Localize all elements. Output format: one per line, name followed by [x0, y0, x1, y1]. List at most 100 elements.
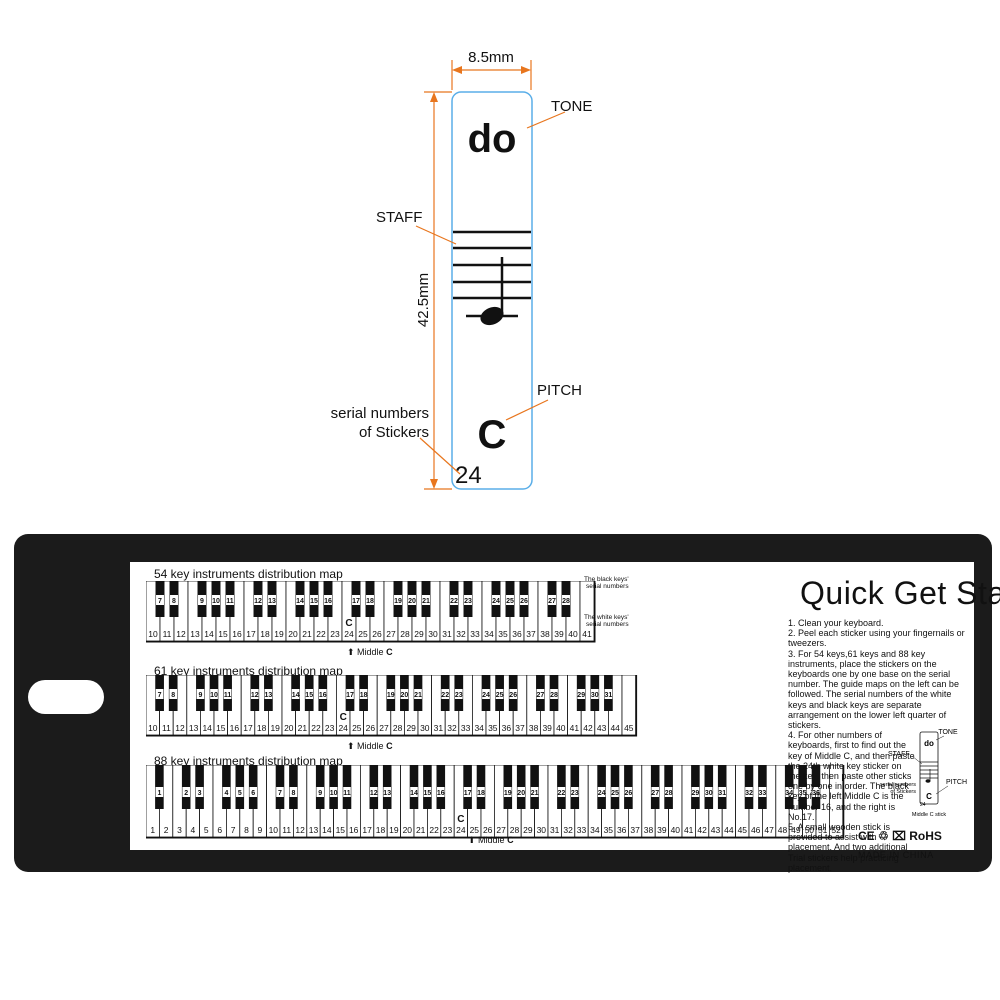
black-key-label-box: [366, 595, 374, 605]
black-key-label-box: [464, 595, 472, 605]
black-key-number: 8: [171, 692, 175, 699]
black-key-label-box: [410, 787, 418, 797]
black-key-label-box: [268, 595, 276, 605]
black-key-number: 10: [210, 692, 218, 699]
black-key-label-box: [437, 787, 445, 797]
white-key-number: 47: [764, 825, 774, 835]
black-key-number: 35: [799, 790, 807, 797]
white-key-number: 17: [243, 723, 253, 733]
black-key-label-box: [226, 595, 234, 605]
middle-c-marker-61: ⬆ Middle C: [347, 741, 393, 751]
black-key-label-box: [548, 595, 556, 605]
callout-pitch: PITCH: [537, 382, 582, 399]
white-key-number: 6: [217, 825, 222, 835]
black-key-number: 30: [591, 692, 599, 699]
white-key-number: 35: [498, 629, 508, 639]
black-key-number: 17: [352, 598, 360, 605]
black-key-number: 23: [464, 598, 472, 605]
black-key-label-box: [383, 787, 391, 797]
white-key-number: 45: [624, 723, 634, 733]
white-key-number: 33: [577, 825, 587, 835]
black-key-label-box: [170, 595, 178, 605]
black-key-label-box: [196, 689, 205, 699]
black-key-label-box: [557, 787, 566, 797]
white-key-number: 34: [484, 629, 494, 639]
white-key-number: 13: [190, 629, 200, 639]
black-key-label-box: [604, 689, 613, 699]
middle-bold: C: [386, 741, 393, 751]
black-key-label-box: [316, 787, 324, 797]
black-key-number: 19: [504, 790, 512, 797]
black-key-label-box: [785, 787, 793, 797]
black-key-number: 5: [238, 790, 242, 797]
white-key-number: 22: [316, 629, 326, 639]
black-key-label-box: [291, 689, 300, 699]
black-key-number: 18: [366, 598, 374, 605]
sticker-pitch: C: [478, 413, 507, 457]
white-key-number: 15: [216, 723, 226, 733]
black-key-label-box: [394, 595, 402, 605]
black-key-label-box: [422, 595, 430, 605]
middle-bold: C: [507, 835, 514, 845]
white-key-number: 22: [429, 825, 439, 835]
white-key-number: 34: [590, 825, 600, 835]
black-key-number: 6: [251, 790, 255, 797]
white-key-number: 39: [554, 629, 564, 639]
sticker-package: 54 key instruments distribution map 61 k…: [14, 534, 1000, 873]
middle-label: Middle: [357, 647, 384, 657]
black-key-label-box: [520, 595, 528, 605]
black-key-label-box: [155, 787, 164, 797]
step-1: 1. Clean your keyboard.: [788, 618, 884, 628]
white-key-number: 4: [191, 825, 196, 835]
white-keys-note: The white keys' serial numbers: [584, 614, 629, 628]
white-key-number: 46: [751, 825, 761, 835]
black-key-label-box: [408, 595, 416, 605]
black-key-label-box: [624, 787, 633, 797]
black-key-number: 24: [492, 598, 500, 605]
black-keys-note: The black keys' serial numbers: [584, 576, 629, 590]
black-key-label-box: [571, 787, 579, 797]
white-keys-note-line2: serial numbers: [585, 621, 629, 628]
black-key-label-box: [182, 787, 190, 797]
black-key-label-box: [264, 689, 273, 699]
black-key-label-box: [289, 787, 298, 797]
mini-c: C: [926, 792, 932, 801]
middle-c-key-label: C: [457, 814, 464, 825]
black-key-number: 7: [158, 692, 162, 699]
white-key-number: 49: [791, 825, 801, 835]
black-key-number: 21: [422, 598, 430, 605]
map-54-title: 54 key instruments distribution map: [154, 567, 343, 581]
white-key-number: 36: [617, 825, 627, 835]
black-key-number: 14: [410, 790, 418, 797]
black-key-number: 13: [265, 692, 273, 699]
white-key-number: 40: [568, 629, 578, 639]
white-key: [829, 765, 844, 838]
black-key-number: 16: [324, 598, 332, 605]
white-key-number: 16: [230, 723, 240, 733]
instruction-card: 54 key instruments distribution map 61 k…: [130, 562, 1000, 873]
black-key-number: 11: [226, 598, 234, 605]
black-key-number: 27: [548, 598, 556, 605]
black-key-number: 21: [414, 692, 422, 699]
black-key-label-box: [798, 787, 807, 797]
white-key-number: 20: [288, 629, 298, 639]
white-key-number: 11: [282, 825, 291, 835]
black-key-number: 19: [387, 692, 395, 699]
sticker-serial: 24: [455, 462, 482, 489]
black-key-label-box: [530, 787, 539, 797]
quick-start-title: Quick Get Start: [800, 575, 1000, 611]
black-key-label-box: [400, 689, 409, 699]
middle-c-marker-54: ⬆ Middle C: [347, 647, 393, 657]
white-key-number: 23: [325, 723, 335, 733]
white-key-number: 12: [295, 825, 305, 835]
black-key-number: 26: [520, 598, 528, 605]
white-key-number: 52: [831, 825, 841, 835]
black-key-label-box: [212, 595, 220, 605]
white-key-number: 13: [309, 825, 319, 835]
white-key-number: 44: [610, 723, 620, 733]
tone-leader: [526, 111, 566, 129]
black-key-number: 15: [305, 692, 313, 699]
black-key-number: 24: [598, 790, 606, 797]
white-key-number: 39: [657, 825, 667, 835]
